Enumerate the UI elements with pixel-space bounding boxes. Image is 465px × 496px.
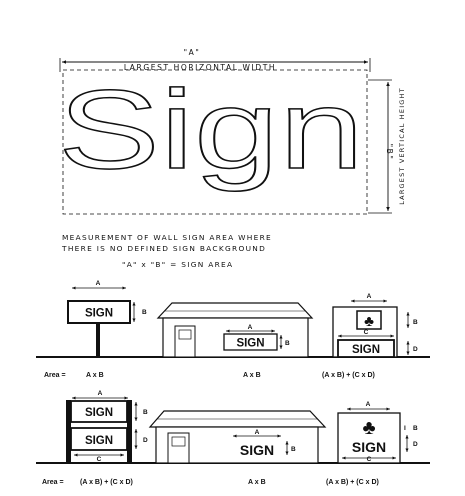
sign-text: SIGN — [240, 442, 274, 458]
label-a: A — [96, 280, 101, 287]
height-caption: LARGEST VERTICAL HEIGHT — [398, 87, 406, 205]
label-a: A — [366, 401, 371, 408]
sign-text: SIGN — [352, 439, 386, 455]
label-a: A — [248, 324, 253, 331]
label-b: B — [413, 425, 418, 432]
sign-text: SIGN — [85, 435, 113, 447]
label-c: C — [367, 456, 372, 463]
label-a: A — [98, 390, 103, 397]
top-measurement-diagram: "A" LARGEST HORIZONTAL WIDTH "B" LARGEST… — [57, 45, 406, 215]
row1-area-prefix: Area = — [44, 372, 66, 379]
dimension-a-label: "A" — [184, 48, 201, 57]
label-b: B — [285, 340, 290, 347]
club-icon: ♣ — [362, 417, 375, 439]
row2-formula-right: (A x B) + (C x D) — [326, 479, 379, 486]
building-wall-sign-example: A SIGN B — [156, 302, 314, 358]
label-i: I — [404, 425, 406, 432]
two-panel-sign-example: A ♣ C SIGN B D — [332, 293, 418, 358]
label-c: C — [97, 456, 102, 463]
row-2-examples: A SIGN SIGN C B D A SIGN B — [36, 390, 430, 486]
building-letter-sign-example: A SIGN B — [148, 410, 327, 464]
row2-formula-left: (A x B) + (C x D) — [80, 479, 133, 486]
row2-formula-middle: A x B — [248, 479, 266, 486]
club-icon: ♣ — [364, 313, 374, 330]
dimension-b-label: "B" — [385, 144, 394, 161]
label-b: B — [291, 446, 296, 453]
label-c: C — [364, 329, 369, 336]
measurement-caption: MEASUREMENT OF WALL SIGN AREA WHERE THER… — [61, 233, 272, 269]
stacked-sign-example: A SIGN SIGN C B D — [66, 390, 148, 463]
caption-formula: "A" x "B" = SIGN AREA — [122, 260, 233, 269]
sign-text: SIGN — [85, 308, 113, 320]
sign-text: SIGN — [85, 407, 113, 419]
pole-sign-example: A SIGN B — [67, 280, 147, 357]
label-b: B — [413, 319, 418, 326]
caption-line-1: MEASUREMENT OF WALL SIGN AREA WHERE — [62, 233, 272, 242]
sign-text: SIGN — [236, 338, 264, 350]
row2-area-prefix: Area = — [42, 479, 64, 486]
row1-formula-middle: A x B — [243, 372, 261, 379]
label-d: D — [143, 437, 148, 444]
label-b: B — [142, 309, 147, 316]
row-1-examples: A SIGN B A SIGN B A ♣ — [36, 280, 430, 379]
row1-formula-right: (A x B) + (C x D) — [322, 372, 375, 379]
row1-formula-left: A x B — [86, 372, 104, 379]
caption-line-2: THERE IS NO DEFINED SIGN BACKGROUND — [61, 244, 266, 253]
label-d: D — [413, 346, 418, 353]
width-caption: LARGEST HORIZONTAL WIDTH — [124, 63, 276, 72]
sign-text: SIGN — [352, 344, 380, 356]
label-a: A — [367, 293, 372, 300]
label-d: D — [413, 441, 418, 448]
logo-panel-sign-example: A ♣ SIGN C I B D — [337, 401, 418, 464]
label-a: A — [255, 429, 260, 436]
example-sign-word: Sign — [58, 67, 364, 192]
label-b: B — [143, 409, 148, 416]
